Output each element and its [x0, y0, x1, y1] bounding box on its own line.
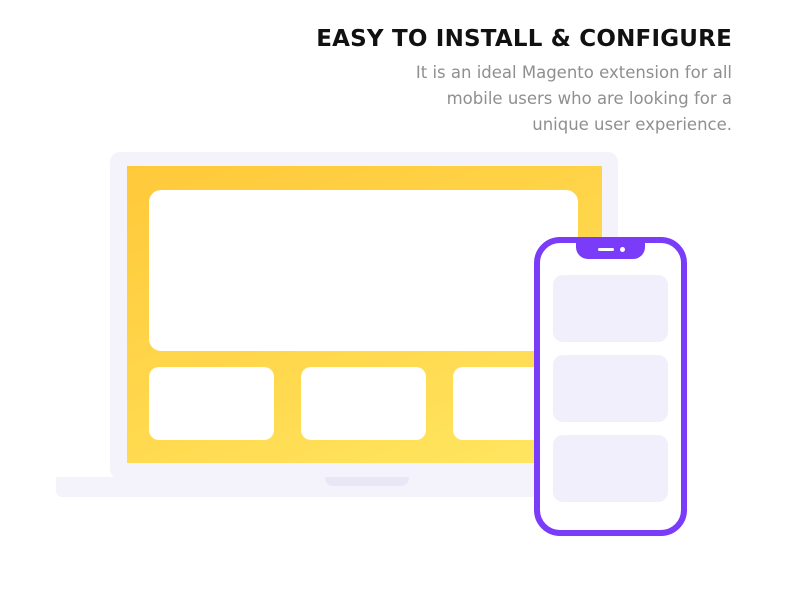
feature-description-line: unique user experience. — [532, 115, 732, 134]
phone-notch — [576, 241, 645, 259]
phone-speaker — [598, 248, 614, 251]
laptop-hinge-notch — [325, 477, 409, 486]
feature-description: It is an ideal Magento extension for all… — [272, 60, 732, 138]
phone-screen-card — [553, 355, 668, 422]
laptop-small-card — [301, 367, 426, 440]
laptop-small-card — [149, 367, 274, 440]
feature-description-line: mobile users who are looking for a — [446, 89, 732, 108]
phone-screen-card — [553, 435, 668, 502]
feature-description-line: It is an ideal Magento extension for all — [415, 63, 732, 82]
feature-title: EASY TO INSTALL & CONFIGURE — [316, 26, 732, 52]
phone-screen-card — [553, 275, 668, 342]
phone-illustration — [534, 237, 687, 536]
laptop-hero-card — [149, 190, 578, 351]
laptop-base — [56, 477, 622, 497]
phone-camera-dot — [620, 247, 625, 252]
